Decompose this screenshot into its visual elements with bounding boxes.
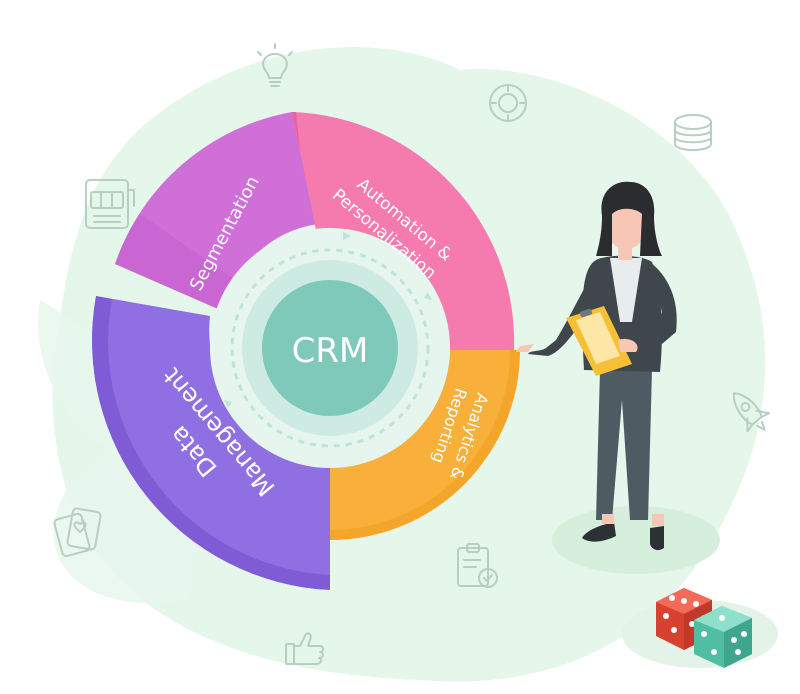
crm-wheel: CRM bbox=[92, 112, 520, 590]
woman-figure bbox=[516, 181, 720, 574]
playing-cards-icon bbox=[53, 507, 102, 558]
teal-die bbox=[694, 606, 752, 668]
rocket-icon bbox=[732, 392, 771, 433]
poker-chip-icon bbox=[489, 84, 527, 122]
segment-automation bbox=[292, 112, 515, 350]
coin-stack-icon bbox=[674, 114, 712, 151]
lightbulb-icon bbox=[257, 43, 293, 87]
segment-segmentation-shade bbox=[115, 214, 236, 312]
clipboard-check-icon bbox=[457, 543, 498, 588]
center-label: CRM bbox=[292, 331, 369, 371]
ring-arrow bbox=[224, 400, 232, 408]
thumbs-up-icon bbox=[285, 632, 324, 665]
slot-machine-icon bbox=[85, 179, 135, 229]
segment-analytics bbox=[330, 350, 520, 540]
center-circle bbox=[262, 280, 398, 416]
ring-arrow bbox=[343, 232, 351, 240]
figure-shadow bbox=[552, 506, 720, 574]
ring-arrow bbox=[424, 292, 432, 300]
segment-automation-edge bbox=[292, 112, 300, 150]
dice bbox=[622, 588, 778, 668]
inner-dashed-ring bbox=[230, 248, 430, 448]
segment-data-management bbox=[92, 296, 330, 590]
